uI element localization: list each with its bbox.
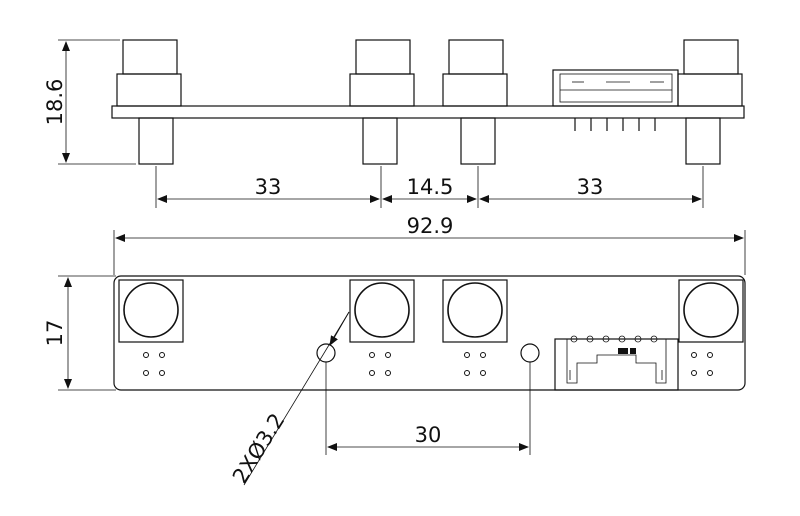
top-connector (554, 335, 679, 391)
dim-height-side-label: 18.6 (43, 79, 67, 126)
dim-hole-spacing: 30 (325, 362, 531, 455)
side-sensor-2 (349, 39, 415, 165)
side-sensor-3 (442, 39, 508, 165)
dim-overall-length: 92.9 (113, 214, 746, 275)
pad-dots (143, 352, 713, 376)
dim-spacing-left-label: 33 (255, 175, 282, 199)
dim-hole-spacing-label: 30 (415, 423, 442, 447)
dim-spacing-left: 33 (157, 175, 380, 203)
top-pcb-outline (113, 275, 746, 391)
dim-height-side: 18.6 (43, 39, 136, 165)
dim-height-top: 17 (43, 275, 116, 391)
hole-callout: 2XØ3.2 (228, 311, 350, 488)
dim-spacing-middle: 14.5 (382, 175, 477, 203)
top-sensor-3 (442, 279, 508, 343)
dim-spacing-middle-label: 14.5 (407, 175, 454, 199)
mounting-hole-right (520, 343, 540, 363)
mounting-hole-left (316, 343, 336, 363)
side-sensor-4 (677, 39, 743, 165)
side-view: 18.6 33 14.5 33 (43, 39, 745, 208)
top-view: 92.9 17 (43, 214, 746, 488)
hole-callout-label: 2XØ3.2 (228, 409, 290, 488)
top-sensor-4 (678, 279, 744, 343)
side-sensor-1 (116, 39, 182, 165)
side-pcb-board (111, 105, 745, 119)
top-sensor-1 (118, 279, 184, 343)
dim-spacing-right: 33 (479, 175, 702, 203)
dim-overall-length-label: 92.9 (407, 214, 454, 238)
dim-height-top-label: 17 (43, 320, 67, 347)
dim-spacing-right-label: 33 (577, 175, 604, 199)
side-connector (552, 69, 679, 131)
top-sensor-2 (349, 279, 415, 343)
